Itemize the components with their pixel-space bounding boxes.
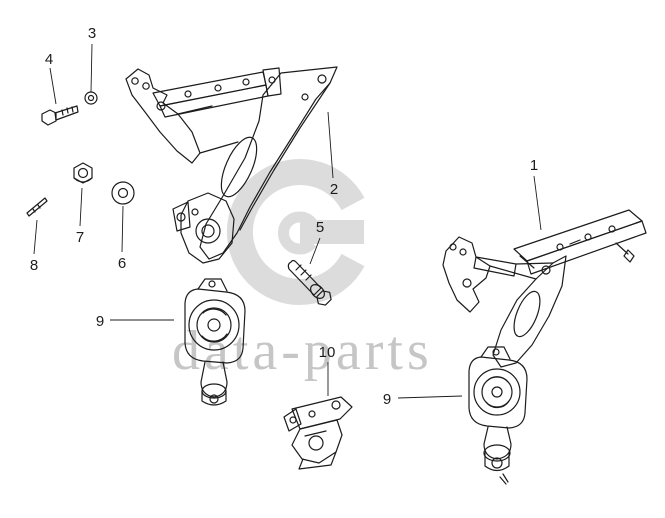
watermark-logo-inner-arc [278,211,317,255]
callout-line-2 [327,111,334,179]
callout-label-8: 8 [30,257,38,274]
watermark-logo [226,159,365,305]
part-stud-8 [26,197,48,217]
part-bolt-5 [287,259,332,306]
callout-label-1: 1 [530,157,538,174]
part-bracket-10 [283,396,353,470]
part-washer-3 [84,91,98,105]
part-bolt-4 [41,105,79,126]
watermark-logo-ring [226,159,365,305]
callout-label-4: 4 [45,51,53,68]
part-flange-nut-7 [73,162,93,184]
callout-label-3: 3 [88,25,96,42]
watermark-text: data-parts [172,320,433,382]
callout-label-9-right: 9 [383,391,391,408]
callout-line-8 [33,219,38,255]
callout-label-9-left: 9 [96,313,104,330]
part-engine-mount-9-right [468,346,528,485]
part-assembly-1 [442,209,647,368]
callout-label-6: 6 [118,255,126,272]
callout-label-10: 10 [319,344,336,361]
callout-label-7: 7 [76,229,84,246]
part-washer-6 [111,181,135,205]
callout-line-6 [121,205,124,253]
callout-line-5 [309,237,321,265]
callout-line-4 [49,67,57,105]
callout-line-9-right [397,395,463,399]
callout-label-2: 2 [330,181,338,198]
part-engine-mount-9-left [184,278,246,406]
callout-line-7 [79,187,83,227]
callout-line-1 [533,175,542,231]
callout-line-3 [90,43,93,93]
callout-label-5: 5 [316,219,324,236]
part-bracket-assembly-2 [125,66,338,264]
